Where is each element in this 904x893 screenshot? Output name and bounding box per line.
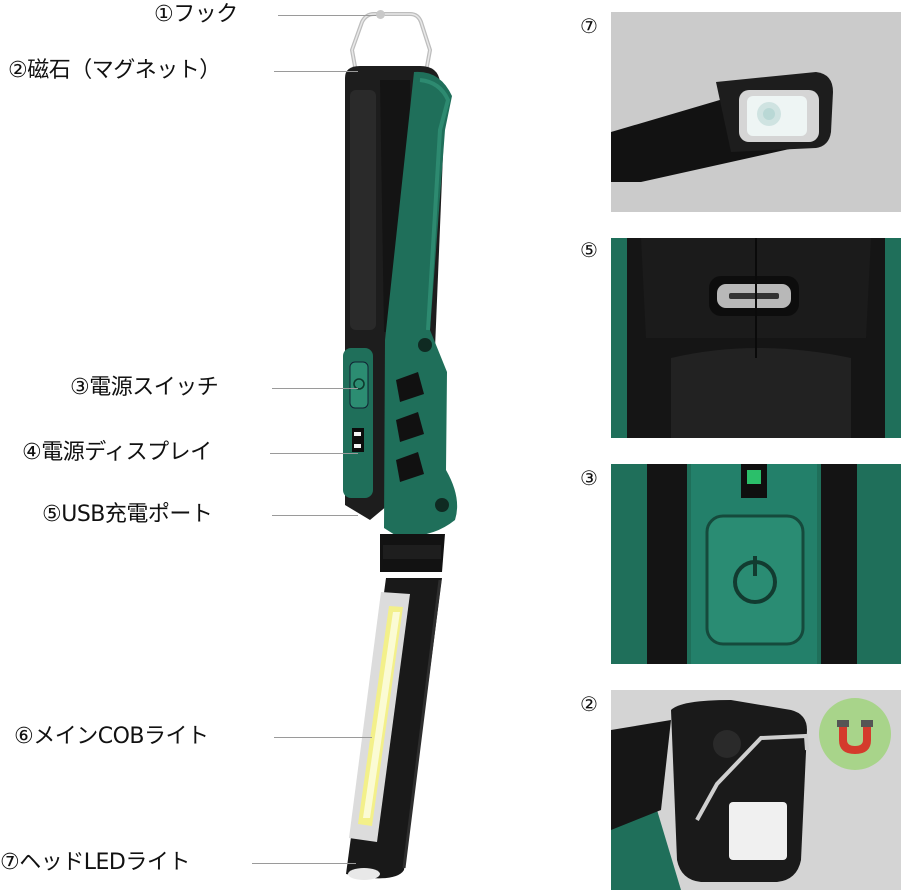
callout-label: ③電源スイッチ bbox=[70, 375, 219, 400]
callout-power-switch: ③電源スイッチ bbox=[0, 373, 360, 403]
flashlight-illustration bbox=[343, 12, 458, 880]
callout-label: ⑥メインCOBライト bbox=[14, 724, 209, 749]
callout-label: ①フック bbox=[154, 2, 238, 27]
callout-usb-port: ⑤USB充電ポート bbox=[0, 500, 360, 530]
leader-line bbox=[252, 863, 356, 864]
detail-number: ② bbox=[580, 692, 598, 716]
hook-marker-dot bbox=[376, 10, 385, 19]
callout-label: ④電源ディスプレイ bbox=[22, 440, 212, 465]
callout-head-led: ⑦ヘッドLEDライト bbox=[0, 848, 360, 878]
callout-magnet: ②磁石（マグネット） bbox=[0, 56, 362, 86]
callout-label: ⑦ヘッドLEDライト bbox=[0, 850, 190, 875]
leader-line bbox=[274, 71, 358, 72]
leader-line bbox=[274, 737, 372, 738]
detail-number: ⑤ bbox=[580, 238, 598, 262]
leader-line bbox=[270, 453, 358, 454]
detail-photo-usb-port bbox=[611, 238, 901, 438]
callout-main-cob: ⑥メインCOBライト bbox=[0, 722, 374, 752]
detail-number: ③ bbox=[580, 466, 598, 490]
leader-line bbox=[272, 388, 358, 389]
callout-label: ②磁石（マグネット） bbox=[8, 58, 221, 83]
callout-hook: ①フック bbox=[0, 0, 382, 30]
detail-number: ⑦ bbox=[580, 14, 598, 38]
leader-line bbox=[272, 515, 358, 516]
leader-line bbox=[278, 15, 378, 16]
detail-photo-power-switch bbox=[611, 464, 901, 664]
detail-photo-head-led bbox=[611, 12, 901, 212]
callout-label: ⑤USB充電ポート bbox=[42, 502, 213, 527]
detail-photo-magnet bbox=[611, 690, 901, 890]
callout-power-display: ④電源ディスプレイ bbox=[0, 438, 360, 468]
